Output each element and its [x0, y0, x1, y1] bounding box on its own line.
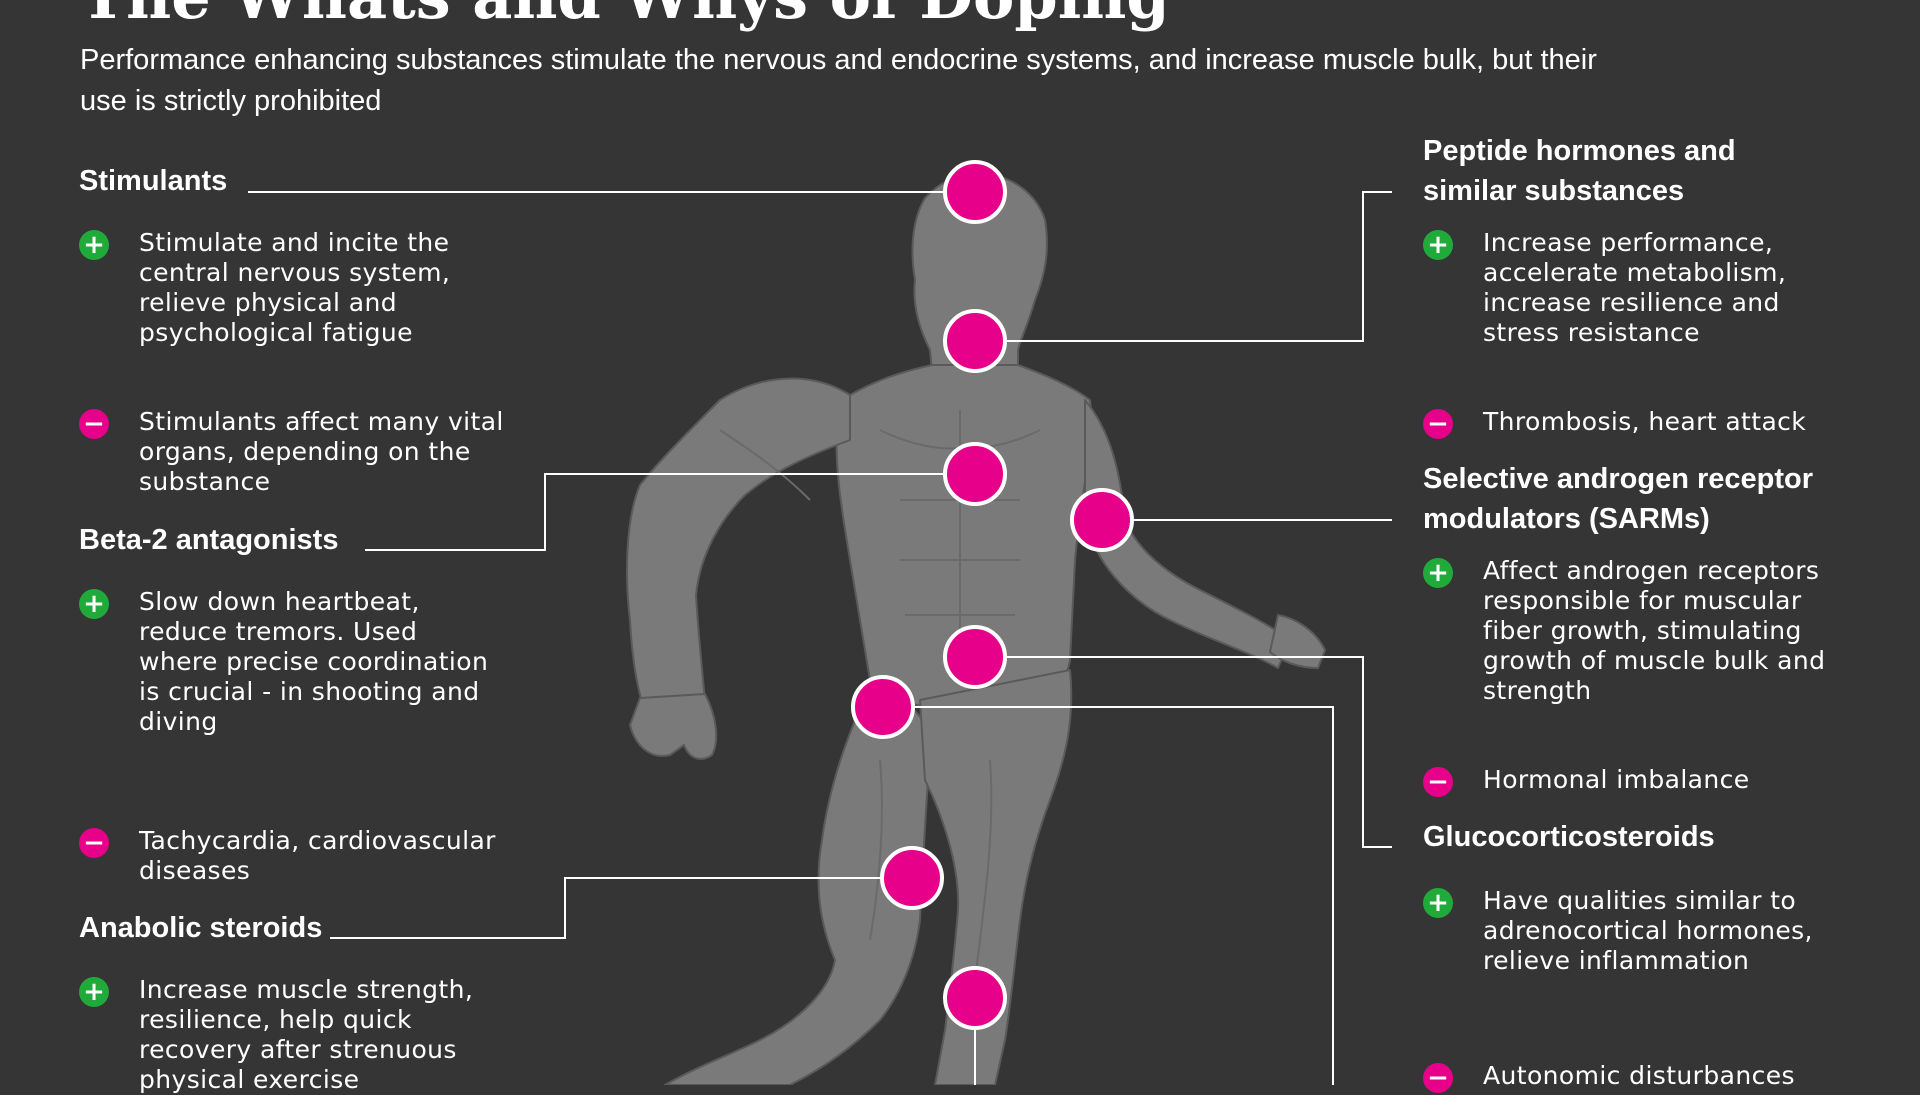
anabolic-pro-text: Increase muscle strength, resilience, he…	[139, 975, 474, 1094]
marker-thigh	[880, 846, 944, 910]
heading-anabolic: Anabolic steroids	[79, 912, 323, 944]
heading-sarms: Selective androgen receptor modulators (…	[1423, 463, 1814, 535]
heading-beta2: Beta-2 antagonists	[79, 524, 339, 556]
marker-hip	[851, 675, 915, 739]
page-title: The Whats and Whys of Doping	[80, 0, 1170, 32]
leader-peptide	[1000, 191, 1392, 342]
marker-chest	[943, 442, 1007, 506]
leader-beta2	[365, 473, 975, 551]
minus-icon: −	[79, 409, 109, 439]
plus-icon: +	[79, 977, 109, 1007]
heading-stimulants: Stimulants	[79, 165, 228, 197]
plus-icon: +	[79, 230, 109, 260]
leader-anabolic	[330, 877, 912, 939]
marker-knee	[943, 966, 1007, 1030]
minus-icon: −	[1423, 1063, 1453, 1093]
sarms-pro-text: Affect androgen receptors responsible fo…	[1483, 556, 1826, 705]
beta2-con-text: Tachycardia, cardiovascular diseases	[139, 826, 496, 885]
sarms-con-text: Hormonal imbalance	[1483, 765, 1750, 794]
plus-icon: +	[79, 589, 109, 619]
markers	[851, 160, 1134, 1030]
minus-icon: −	[1423, 767, 1453, 797]
stimulants-con-text: Stimulants affect many vital organs, dep…	[139, 407, 504, 496]
body-arm-left	[626, 377, 851, 706]
gluco-pro-text: Have qualities similar to adrenocortical…	[1483, 886, 1813, 975]
plus-icon: +	[1423, 230, 1453, 260]
peptide-pro-text: Increase performance, accelerate metabol…	[1483, 228, 1787, 347]
marker-neck	[943, 309, 1007, 373]
body-silhouette	[626, 173, 1326, 1085]
plus-icon: +	[1423, 888, 1453, 918]
peptide-con-text: Thrombosis, heart attack	[1483, 407, 1807, 436]
minus-icon: −	[1423, 409, 1453, 439]
page-subtitle: Performance enhancing substances stimula…	[80, 44, 1597, 117]
beta2-pro-text: Slow down heartbeat, reduce tremors. Use…	[139, 587, 489, 736]
minus-icon: −	[79, 828, 109, 858]
marker-arm	[1070, 488, 1134, 552]
leader-hip	[883, 706, 1334, 1085]
heading-gluco: Glucocorticosteroids	[1423, 821, 1715, 853]
marker-abdomen	[943, 625, 1007, 689]
heading-peptide: Peptide hormones and similar substances	[1423, 135, 1736, 207]
plus-icon: +	[1423, 558, 1453, 588]
leader-gluco	[975, 656, 1392, 848]
stimulants-pro-text: Stimulate and incite the central nervous…	[139, 228, 451, 347]
gluco-con-text: Autonomic disturbances	[1483, 1061, 1795, 1090]
marker-head	[943, 160, 1007, 224]
body-hand-left	[629, 693, 718, 760]
body-leg-left	[664, 679, 932, 1085]
leader-lines	[248, 191, 1392, 1085]
